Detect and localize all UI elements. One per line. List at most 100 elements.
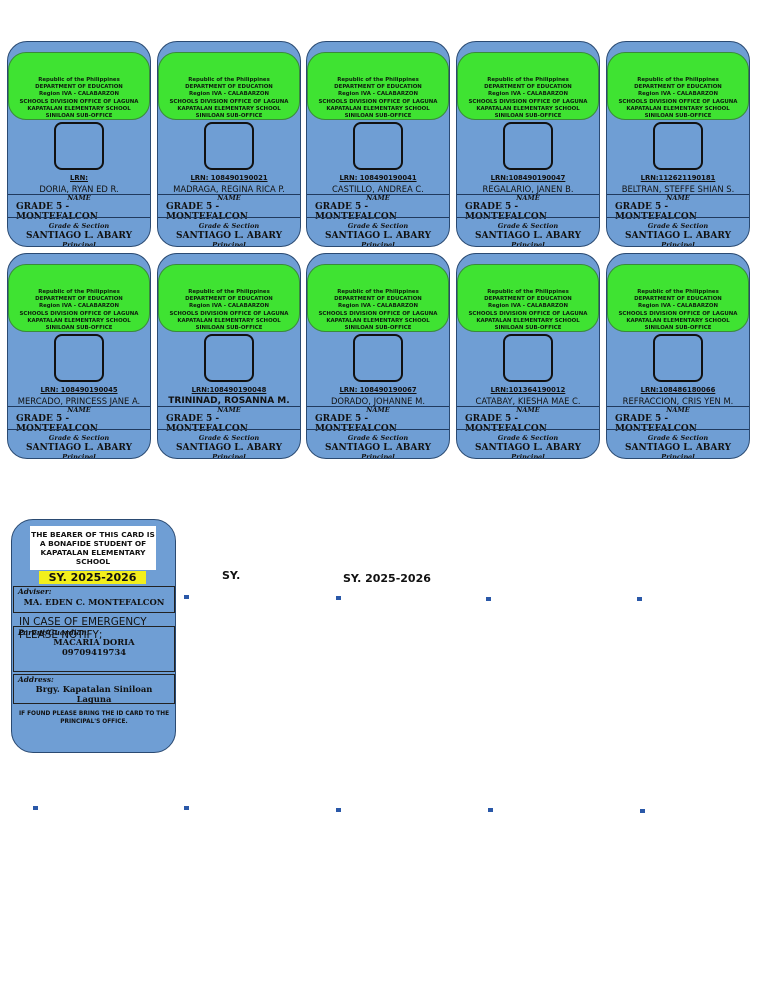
header-line: DEPARTMENT OF EDUCATION — [185, 84, 273, 91]
address-value: Brgy. Kapatalan Siniloan Laguna — [35, 684, 153, 704]
name-caption: NAME — [366, 194, 390, 202]
grade-section-caption: Grade & Section — [198, 434, 260, 442]
header-line: Republic of the Philippines — [637, 289, 719, 295]
photo-frame — [54, 122, 104, 170]
grade-section-caption: Grade & Section — [48, 434, 110, 442]
grade-underline — [158, 429, 300, 430]
header-line: Region IVA - CALABARZON — [487, 91, 569, 98]
principal-caption: Principal — [661, 453, 695, 459]
grade-underline — [457, 217, 599, 218]
grade-underline — [457, 429, 599, 430]
placeholder-marker — [336, 808, 341, 812]
name-caption: NAME — [67, 406, 91, 414]
student-name: MERCADO, PRINCESS JANE A. — [8, 396, 150, 407]
parent-name: MACARIA DORIA — [53, 637, 135, 647]
school-year-badge: SY. 2025-2026 — [39, 571, 146, 584]
placeholder-marker — [640, 809, 645, 813]
lrn-number: LRN: 108490190021 — [190, 174, 268, 182]
lrn-number: LRN:108490190048 — [191, 386, 267, 394]
parent-phone: 09709419734 — [61, 647, 127, 657]
principal-caption: Principal — [361, 453, 395, 459]
lost-card-instruction: IF FOUND PLEASE BRING THE ID CARD TO THE… — [18, 711, 170, 725]
header-line: Region IVA - CALABARZON — [637, 303, 719, 310]
grade-section: GRADE 5 - MONTEFALCON — [315, 202, 397, 222]
principal-name: SANTIAGO L. ABARY — [324, 231, 432, 241]
grade-underline — [158, 217, 300, 218]
principal-caption: Principal — [212, 453, 246, 459]
principal-name: SANTIAGO L. ABARY — [324, 443, 432, 453]
header-line: SINILOAN SUB-OFFICE — [195, 325, 263, 332]
header-line: DEPARTMENT OF EDUCATION — [634, 296, 722, 303]
parent-label: Parent/Guardian: — [18, 628, 90, 637]
header-line: Region IVA - CALABARZON — [487, 303, 569, 310]
principal-name: SANTIAGO L. ABARY — [175, 231, 283, 241]
grade-section: GRADE 5 - MONTEFALCON — [166, 414, 248, 434]
header-line: SINILOAN SUB-OFFICE — [344, 113, 412, 120]
grade-underline — [307, 217, 449, 218]
header-line: KAPATALAN ELEMENTARY SCHOOL — [476, 317, 580, 324]
grade-section-caption: Grade & Section — [497, 434, 559, 442]
header-line: SCHOOLS DIVISION OFFICE OF LAGUNA — [19, 310, 139, 317]
bearer-statement: THE BEARER OF THIS CARD IS A BONAFIDE ST… — [30, 526, 156, 570]
grade-underline — [8, 217, 150, 218]
student-name: DORADO, JOHANNE M. — [307, 396, 449, 407]
name-caption: NAME — [666, 406, 690, 414]
student-name: MADRAGA, REGINA RICA P. — [158, 184, 300, 195]
grade-underline — [607, 217, 749, 218]
photo-frame — [503, 334, 553, 382]
principal-name: SANTIAGO L. ABARY — [474, 443, 582, 453]
header-line: SINILOAN SUB-OFFICE — [494, 113, 562, 120]
school-year-text: SY. 2025-2026 — [343, 572, 431, 585]
grade-section: GRADE 5 - MONTEFALCON — [315, 414, 397, 434]
header-line: Region IVA - CALABARZON — [188, 303, 270, 310]
photo-frame — [204, 334, 254, 382]
photo-frame — [653, 122, 703, 170]
student-name: TRININAD, ROSANNA M. — [158, 396, 300, 407]
header-line: DEPARTMENT OF EDUCATION — [634, 84, 722, 91]
principal-name: SANTIAGO L. ABARY — [175, 443, 283, 453]
lrn-number: LRN:108490190047 — [490, 174, 566, 182]
header-line: SCHOOLS DIVISION OFFICE OF LAGUNA — [618, 98, 738, 105]
principal-caption: Principal — [212, 241, 246, 247]
grade-section-caption: Grade & Section — [647, 222, 709, 230]
header-line: Region IVA - CALABARZON — [38, 303, 120, 310]
principal-caption: Principal — [62, 241, 96, 247]
header-line: SCHOOLS DIVISION OFFICE OF LAGUNA — [318, 310, 438, 317]
header-line: DEPARTMENT OF EDUCATION — [185, 296, 273, 303]
principal-name: SANTIAGO L. ABARY — [624, 231, 732, 241]
header-line: KAPATALAN ELEMENTARY SCHOOL — [27, 317, 131, 324]
placeholder-marker — [336, 596, 341, 600]
placeholder-marker — [33, 806, 38, 810]
lrn-number: LRN:112621190181 — [640, 174, 716, 182]
lrn-number: LRN:108486180066 — [640, 386, 716, 394]
grade-section: GRADE 5 - MONTEFALCON — [615, 414, 697, 434]
student-name: REGALARIO, JANEN B. — [457, 184, 599, 195]
header-line: DEPARTMENT OF EDUCATION — [484, 84, 572, 91]
name-caption: NAME — [67, 194, 91, 202]
lrn-number: LRN: 108490190041 — [339, 174, 417, 182]
grade-section: GRADE 5 - MONTEFALCON — [465, 202, 547, 222]
header-line: SINILOAN SUB-OFFICE — [344, 325, 412, 332]
header-line: Republic of the Philippines — [38, 77, 120, 83]
student-name: DORIA, RYAN ED R. — [8, 184, 150, 195]
header-line: Republic of the Philippines — [487, 289, 569, 295]
lrn-number: LRN: — [70, 174, 88, 182]
header-line: KAPATALAN ELEMENTARY SCHOOL — [476, 105, 580, 112]
grade-section: GRADE 5 - MONTEFALCON — [615, 202, 697, 222]
adviser-name: MA. EDEN C. MONTEFALCON — [23, 597, 165, 607]
placeholder-marker — [486, 597, 491, 601]
photo-frame — [353, 334, 403, 382]
placeholder-marker — [184, 806, 189, 810]
header-line: Region IVA - CALABARZON — [337, 91, 419, 98]
header-line: SCHOOLS DIVISION OFFICE OF LAGUNA — [468, 98, 588, 105]
header-line: Republic of the Philippines — [487, 77, 569, 83]
header-line: SINILOAN SUB-OFFICE — [644, 325, 712, 332]
